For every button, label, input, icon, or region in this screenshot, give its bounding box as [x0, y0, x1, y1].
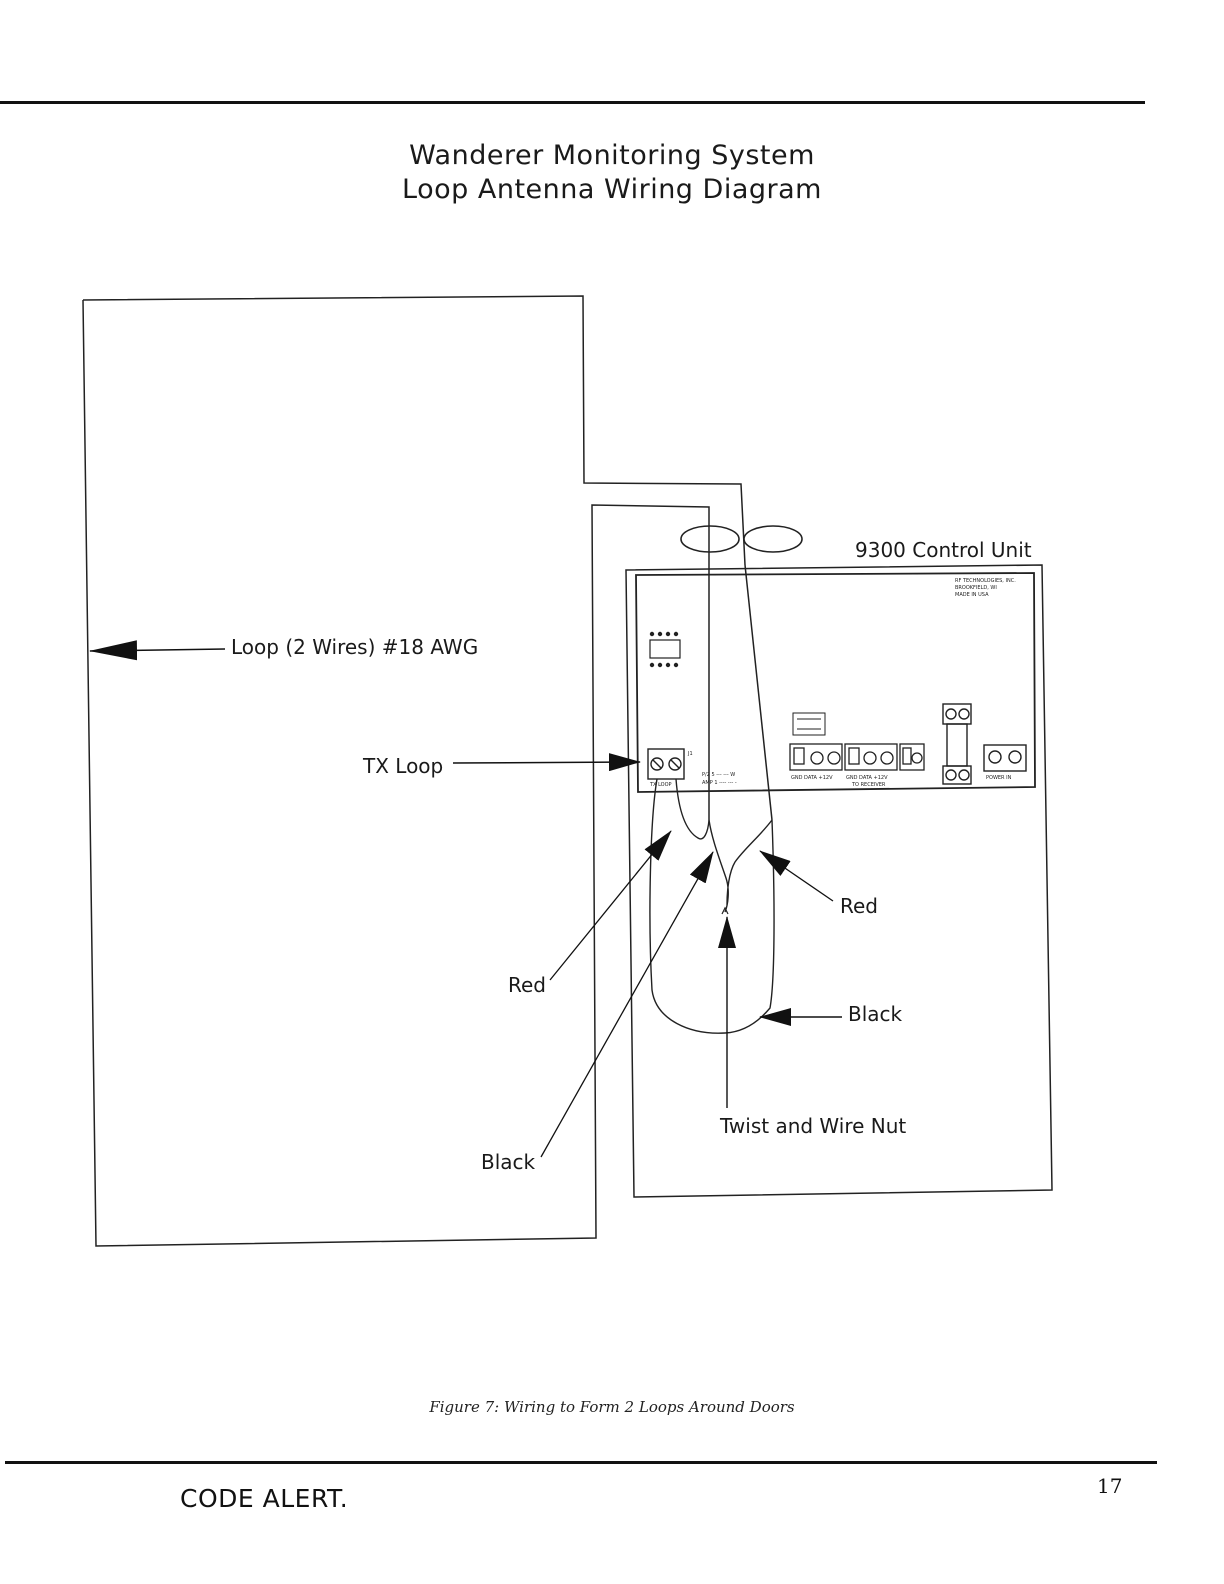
red-left-arrow: [549, 830, 672, 981]
wire-twist: [708, 819, 773, 913]
circuit-board: [635, 572, 1036, 793]
red-wire-left: [649, 778, 775, 1034]
red-wire-label-right: Red: [840, 894, 878, 918]
loop-arrow: [89, 640, 226, 661]
red-wire-label-left: Red: [508, 973, 546, 997]
figure-caption: Figure 7: Wiring to Form 2 Loops Around …: [429, 1398, 795, 1416]
to-receiver-text: TO RECEIVER: [851, 782, 886, 788]
red-right-arrow: [759, 850, 834, 902]
page-number: 17: [1097, 1474, 1123, 1498]
loop-wire-label: Loop (2 Wires) #18 AWG: [231, 635, 479, 659]
tx-terminal-text: TX LOOP: [649, 782, 672, 788]
svg-text:P/2 5 --- --- W: P/2 5 --- --- W: [702, 772, 735, 778]
brand-logo: CODE ALERT.: [180, 1484, 349, 1513]
board-jumper: [792, 712, 826, 736]
top-rule: [0, 101, 1145, 104]
data-terminal-1: [789, 743, 843, 771]
loop-wire-oval-right: [743, 525, 803, 553]
tx-loop-label: TX Loop: [363, 754, 444, 778]
diagram-title-line2: Loop Antenna Wiring Diagram: [402, 174, 822, 205]
power-in-terminal: [983, 744, 1027, 772]
svg-text:J1: J1: [687, 751, 693, 757]
diagram-title-line1: Wanderer Monitoring System: [409, 140, 815, 171]
black-wire-left: [675, 778, 710, 840]
gnd-data-text-1: GND DATA +12V: [791, 775, 833, 781]
board-chip: [649, 631, 681, 668]
black-left-arrow: [540, 851, 714, 1158]
board-fuse: [942, 703, 972, 785]
board-maker-line2: BROOKFIELD, WI: [955, 585, 997, 591]
twist-wire-nut-label: Twist and Wire Nut: [720, 1114, 907, 1138]
bottom-rule: [5, 1461, 1157, 1464]
door-loop-outline: [82, 295, 746, 566]
board-maker-line3: MADE IN USA: [955, 592, 989, 598]
gnd-data-text-2: GND DATA +12V: [846, 775, 888, 781]
loop-wire-oval-left: [680, 525, 740, 553]
power-in-text: POWER IN: [986, 775, 1012, 781]
receiver-terminal: [844, 743, 898, 771]
black-wire-label-right: Black: [848, 1002, 903, 1026]
control-unit-enclosure: [625, 564, 1053, 1198]
black-wire-label-left: Black: [481, 1150, 536, 1174]
control-unit-label: 9300 Control Unit: [855, 538, 1032, 562]
board-maker-line1: RF TECHNOLOGIES, INC.: [955, 578, 1016, 584]
svg-text:AMP 1 ---- --- -: AMP 1 ---- --- -: [702, 780, 737, 786]
tx-loop-terminal: [647, 748, 685, 780]
tx-loop-arrow: [452, 753, 641, 772]
